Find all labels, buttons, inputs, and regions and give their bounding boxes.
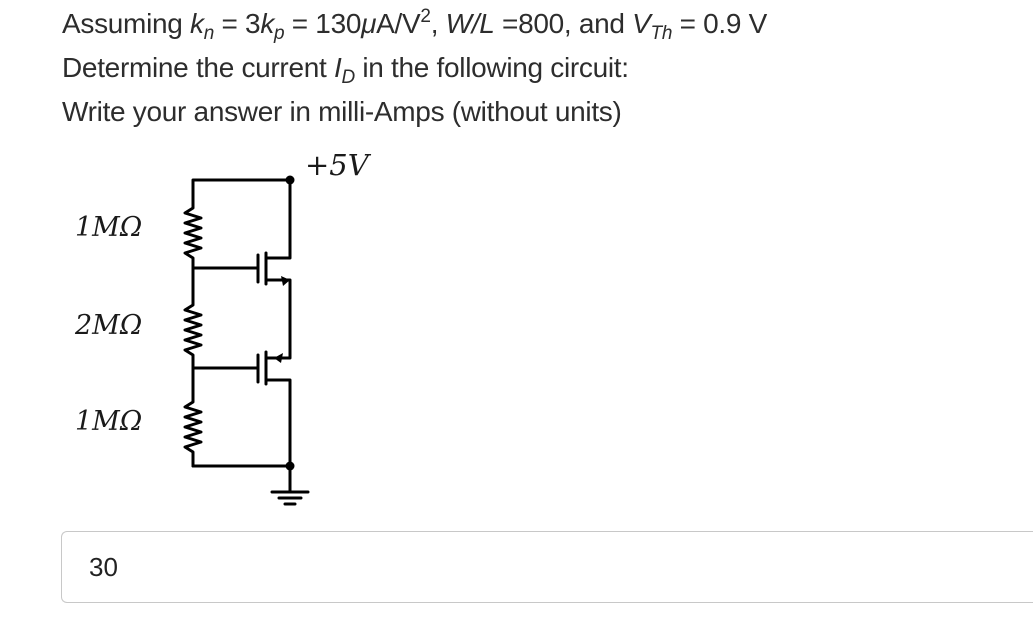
resistor-label-top: 1MΩ bbox=[75, 212, 142, 243]
resistor-3-symbol bbox=[183, 366, 203, 468]
supply-voltage-label: +5V bbox=[305, 148, 372, 182]
question-text: Assuming kn = 3kp = 130μA/V2, W/L =800, … bbox=[62, 2, 1022, 134]
resistor-label-middle: 2MΩ bbox=[74, 310, 142, 341]
circuit-diagram: +5V 1MΩ 2MΩ 1MΩ bbox=[60, 140, 420, 520]
pmos-source-drain bbox=[264, 246, 292, 337]
supply-node-dot bbox=[285, 175, 295, 185]
ground-symbol bbox=[270, 490, 310, 506]
pmos-arrow-icon bbox=[281, 276, 290, 286]
resistor-1-symbol bbox=[183, 198, 203, 270]
resistor-2-symbol bbox=[183, 266, 203, 370]
supply-wire bbox=[191, 178, 292, 202]
resistor-label-bottom: 1MΩ bbox=[75, 406, 142, 437]
ground-node-dot bbox=[285, 461, 295, 471]
question-line-instructions: Write your answer in milli-Amps (without… bbox=[62, 96, 622, 127]
answer-input[interactable] bbox=[61, 531, 1033, 603]
question-line-given-values: Assuming kn = 3kp = 130μA/V2, W/L =800, … bbox=[62, 6, 768, 44]
nmos-arrow-icon bbox=[274, 353, 283, 363]
question-line-task: Determine the current ID in the followin… bbox=[62, 52, 629, 88]
